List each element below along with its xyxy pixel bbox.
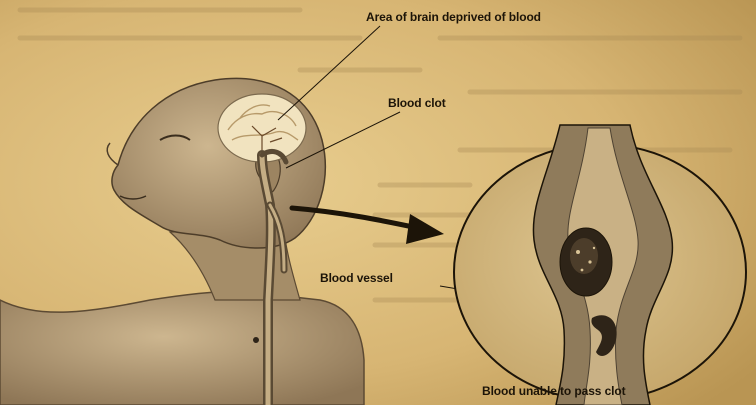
- label-blood-clot: Blood clot: [388, 96, 446, 110]
- label-area-deprived: Area of brain deprived of blood: [366, 10, 541, 24]
- blood-clot-magnified: [560, 228, 612, 296]
- label-blood-vessel: Blood vessel: [320, 271, 393, 285]
- label-blood-unable: Blood unable to pass clot: [482, 384, 626, 398]
